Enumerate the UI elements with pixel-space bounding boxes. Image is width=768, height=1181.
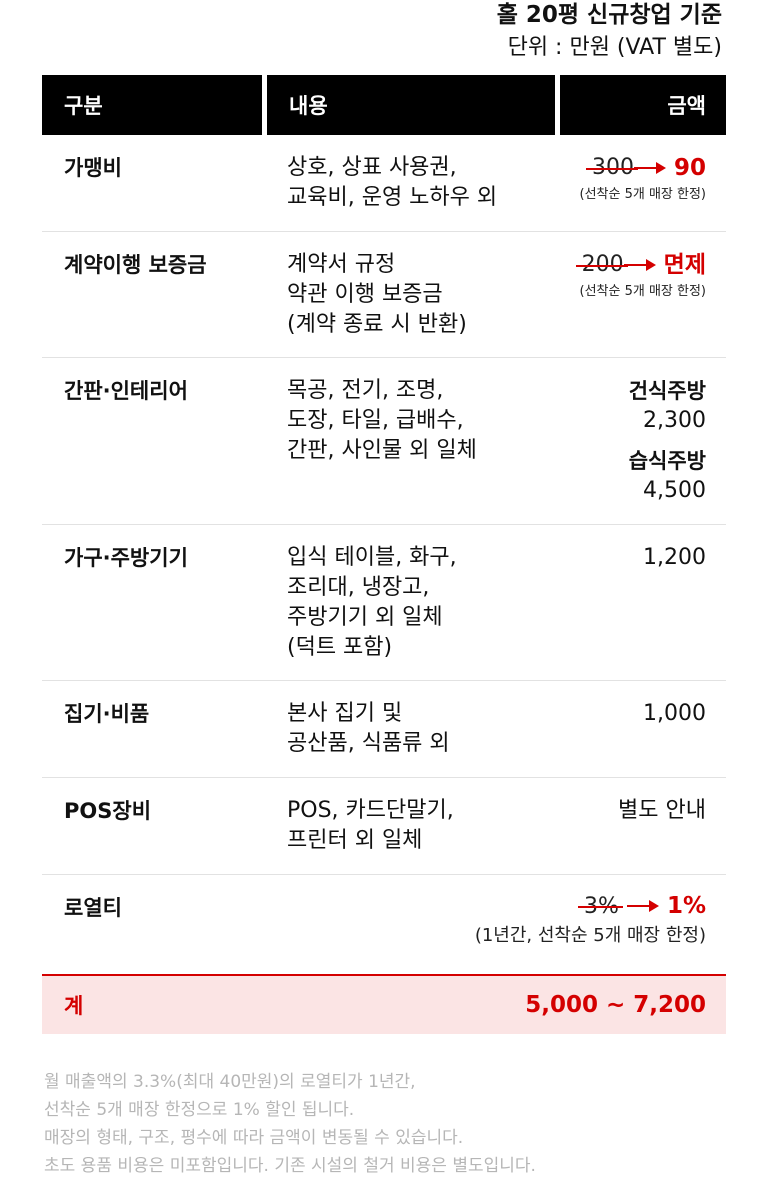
description-line: 도장, 타일, 급배수, bbox=[287, 408, 464, 433]
table-row-furniture: 가구·주방기기 입식 테이블, 화구, 조리대, 냉장고, 주방기기 외 일체 … bbox=[42, 525, 726, 681]
kitchen-type-amount: 4,500 bbox=[643, 478, 706, 503]
total-label: 계 bbox=[64, 994, 84, 1018]
description-line: POS, 카드단말기, bbox=[287, 798, 454, 823]
footnote-line: 월 매출액의 3.3%(최대 40만원)의 로열티가 1년간, bbox=[44, 1072, 416, 1092]
table-header: 구분 내용 금액 bbox=[42, 75, 726, 135]
row-amount: 300 90 (선착순 5개 매장 한정) bbox=[557, 135, 726, 231]
total-amount: 5,000 ~ 7,200 bbox=[525, 992, 706, 1018]
column-header-category: 구분 bbox=[42, 75, 262, 135]
table-row-supplies: 집기·비품 본사 집기 및 공산품, 식품류 외 1,000 bbox=[42, 681, 726, 778]
cost-table: 구분 내용 금액 가맹비 상호, 상표 사용권, 교육비, 운영 노하우 외 3… bbox=[42, 75, 726, 1034]
row-label: 계약이행 보증금 bbox=[64, 253, 207, 277]
arrow-right-icon bbox=[626, 900, 659, 912]
row-label: 가맹비 bbox=[64, 156, 122, 180]
description-line: (덕트 포함) bbox=[287, 635, 393, 660]
row-description: 목공, 전기, 조명, 도장, 타일, 급배수, 간판, 사인물 외 일체 bbox=[267, 358, 557, 524]
table-row-pos: POS장비 POS, 카드단말기, 프린터 외 일체 별도 안내 bbox=[42, 778, 726, 875]
kitchen-type-label: 건식주방 bbox=[628, 379, 706, 403]
discount-price: 200 면제 bbox=[557, 250, 706, 280]
row-description: 계약서 규정 약관 이행 보증금 (계약 종료 시 반환) bbox=[267, 232, 557, 357]
row-description: POS, 카드단말기, 프린터 외 일체 bbox=[267, 778, 557, 874]
row-amount: 1,200 bbox=[643, 545, 706, 570]
kitchen-type-amount: 2,300 bbox=[643, 408, 706, 433]
table-row-royalty: 로열티 3% 1% (1년간, 선착순 5개 매장 한정) bbox=[42, 875, 726, 974]
footnote-line: 선착순 5개 매장 한정으로 1% 할인 됩니다. bbox=[44, 1100, 355, 1120]
footnote-line: 초도 용품 비용은 미포함입니다. 기존 시설의 철거 비용은 별도입니다. bbox=[44, 1156, 536, 1176]
description-line: 본사 집기 및 bbox=[287, 701, 403, 726]
discounted-price: 면제 bbox=[663, 252, 706, 278]
kitchen-type-label: 습식주방 bbox=[628, 449, 706, 473]
limited-offer-note: (1년간, 선착순 5개 매장 한정) bbox=[474, 925, 706, 946]
description-line: 약관 이행 보증금 bbox=[287, 282, 443, 307]
limited-offer-note: (선착순 5개 매장 한정) bbox=[579, 187, 707, 202]
description-line: 상호, 상표 사용권, bbox=[287, 155, 457, 180]
description-line: 간판, 사인물 외 일체 bbox=[287, 438, 477, 463]
column-header-amount: 금액 bbox=[560, 75, 726, 135]
original-price: 200 bbox=[575, 250, 628, 280]
limited-offer-note: (선착순 5개 매장 한정) bbox=[579, 284, 707, 299]
description-line: 주방기기 외 일체 bbox=[287, 605, 443, 630]
discounted-price: 1% bbox=[666, 893, 706, 919]
arrow-right-icon bbox=[633, 162, 666, 174]
column-header-content: 내용 bbox=[267, 75, 555, 135]
description-line: 공산품, 식품류 외 bbox=[287, 731, 450, 756]
description-line: 교육비, 운영 노하우 외 bbox=[287, 185, 498, 210]
row-label: 가구·주방기기 bbox=[64, 546, 188, 570]
description-line: 조리대, 냉장고, bbox=[287, 575, 430, 600]
table-row-deposit: 계약이행 보증금 계약서 규정 약관 이행 보증금 (계약 종료 시 반환) 2… bbox=[42, 232, 726, 358]
footnote-line: 매장의 형태, 구조, 평수에 따라 금액이 변동될 수 있습니다. bbox=[44, 1128, 464, 1148]
row-label: 로열티 bbox=[64, 896, 122, 920]
row-amount: 건식주방 2,300 습식주방 4,500 bbox=[557, 358, 726, 524]
row-description: 본사 집기 및 공산품, 식품류 외 bbox=[267, 681, 557, 777]
row-description: 상호, 상표 사용권, 교육비, 운영 노하우 외 bbox=[267, 135, 557, 231]
original-price: 3% bbox=[578, 893, 623, 919]
unit-label: 단위 : 만원 (VAT 별도) bbox=[507, 35, 722, 60]
row-amount: 200 면제 (선착순 5개 매장 한정) bbox=[557, 232, 726, 357]
table-row-franchise-fee: 가맹비 상호, 상표 사용권, 교육비, 운영 노하우 외 300 90 (선착… bbox=[42, 135, 726, 232]
table-row-interior: 간판·인테리어 목공, 전기, 조명, 도장, 타일, 급배수, 간판, 사인물… bbox=[42, 358, 726, 525]
page-title: 홀 20평 신규창업 기준 bbox=[496, 2, 722, 28]
row-label: POS장비 bbox=[64, 799, 152, 823]
table-caption: 홀 20평 신규창업 기준 단위 : 만원 (VAT 별도) bbox=[497, 0, 722, 64]
original-price: 300 bbox=[585, 153, 638, 183]
description-line: 계약서 규정 bbox=[287, 252, 396, 277]
footnotes: 월 매출액의 3.3%(최대 40만원)의 로열티가 1년간, 선착순 5개 매… bbox=[44, 1068, 536, 1180]
row-amount: 별도 안내 bbox=[618, 798, 706, 823]
row-amount: 3% 1% (1년간, 선착순 5개 매장 한정) bbox=[267, 875, 726, 974]
description-line: (계약 종료 시 반환) bbox=[287, 312, 467, 337]
row-label: 집기·비품 bbox=[64, 702, 150, 726]
description-line: 입식 테이블, 화구, bbox=[287, 545, 457, 570]
description-line: 목공, 전기, 조명, bbox=[287, 378, 444, 403]
discount-price: 3% 1% bbox=[267, 893, 706, 919]
row-description: 입식 테이블, 화구, 조리대, 냉장고, 주방기기 외 일체 (덕트 포함) bbox=[267, 525, 557, 680]
arrow-right-icon bbox=[623, 259, 656, 271]
row-amount: 1,000 bbox=[643, 701, 706, 726]
discount-price: 300 90 bbox=[557, 153, 706, 183]
description-line: 프린터 외 일체 bbox=[287, 828, 423, 853]
total-row: 계 5,000 ~ 7,200 bbox=[42, 974, 726, 1034]
row-label: 간판·인테리어 bbox=[64, 379, 188, 403]
discounted-price: 90 bbox=[673, 155, 706, 181]
